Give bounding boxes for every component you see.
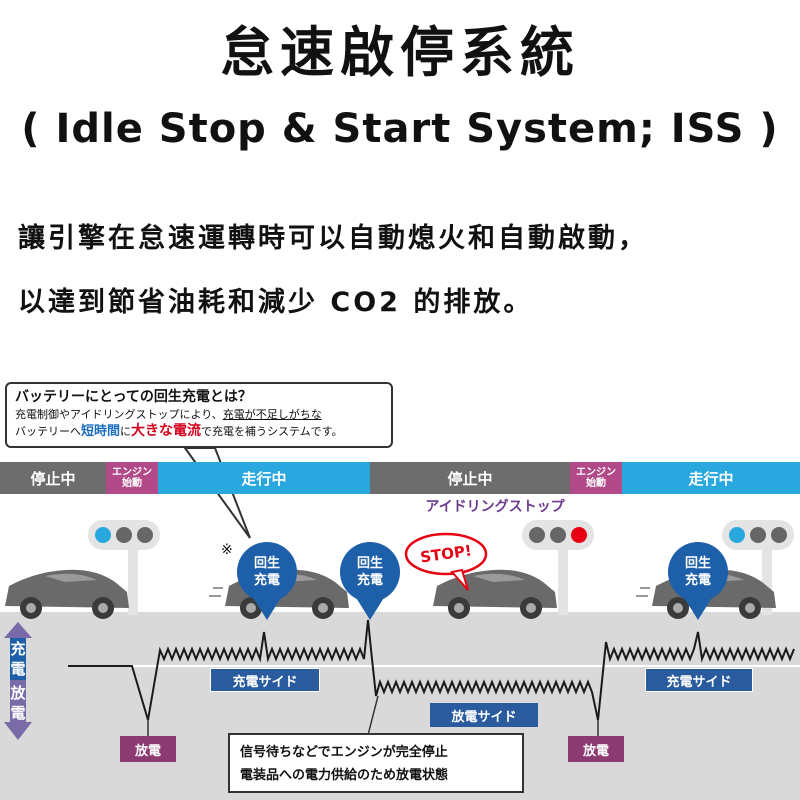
traffic-light-3 [722,520,794,615]
regen-bubble-3-label: 回生 充電 [678,555,718,589]
regen-bubble-2-line-b: 充電 [356,573,383,588]
axis-charge-b: 電 [10,660,26,678]
description-line-1: 讓引擎在怠速運轉時可以自動熄火和自動啟動， [18,223,648,254]
phase-stop-2: 停止中 [370,462,570,494]
axis-discharge-b: 電 [10,704,26,722]
car-1 [5,569,129,619]
regen-bubble-2-line-a: 回生 [356,556,383,571]
discharge-tag-1: 放電 [120,736,176,762]
idle-stop-label: アイドリングストップ [425,499,565,515]
current-waveform [68,619,795,721]
phase-running-1: 走行中 [158,462,370,494]
charge-side-tag-2: 充電サイド [645,668,753,692]
regen-bubble-2 [340,542,400,620]
asterisk-mark: ※ [221,542,233,558]
traffic-light-1 [88,520,160,615]
callout-question: バッテリーにとっての回生充電とは？ [15,389,252,405]
charge-discharge-arrow [4,622,32,740]
axis-discharge-a: 放 [10,684,26,702]
phase-stop-1: 停止中 [0,462,106,494]
regen-bubble-1 [237,542,297,620]
page-title: 怠速啟停系統 [220,21,580,84]
discharge-tag-2: 放電 [568,736,624,762]
discharge-side-tag: 放電サイド [430,703,538,727]
callout-large-current: 大きな電流 [131,423,202,439]
axis-charge-a: 充 [10,640,26,658]
car-3 [433,569,557,619]
iss-diagram [0,447,800,800]
phase-engine-start-2: エンジン 始動 [570,462,622,494]
callout-line1-text: 充電制御やアイドリングストップにより、 [15,408,223,421]
description-line-2: 以達到節省油耗和減少 CO2 的排放。 [18,287,534,318]
phase-engine-start-1-a: エンジン [112,467,152,478]
regen-bubble-1-line-b: 充電 [253,573,280,588]
callout-line2-text-a: バッテリーへ [15,425,81,438]
axis-discharge-label: 放 電 [8,683,28,723]
regen-bubble-1-line-a: 回生 [253,556,280,571]
callout-line2-text-e: で充電を補うシステムです。 [201,425,343,438]
phase-engine-start-2-b: 始動 [586,478,606,489]
callout-short-time: 短時間 [81,424,121,439]
callout-line-1: 充電制御やアイドリングストップにより、充電が不足しがちな [15,406,383,423]
regen-bubble-1-label: 回生 充電 [247,555,287,589]
charge-side-tag-1: 充電サイド [210,668,320,692]
callout-box: バッテリーにとっての回生充電とは？ 充電制御やアイドリングストップにより、充電が… [5,382,393,448]
traffic-light-2 [522,520,594,615]
note-line-2: 電装品への電力供給のため放電状態 [240,768,449,783]
note-box: 信号待ちなどでエンジンが完全停止 電装品への電力供給のため放電状態 [228,733,524,793]
callout-line-2: バッテリーへ短時間に大きな電流で充電を補うシステムです。 [15,423,383,440]
phase-engine-start-1-b: 始動 [122,478,142,489]
callout-line2-text-c: に [120,425,132,438]
regen-bubble-3-line-b: 充電 [684,573,711,588]
note-line-1: 信号待ちなどでエンジンが完全停止 [240,745,448,760]
stop-bubble [404,532,488,591]
page-subtitle: ( Idle Stop & Start System; ISS ) [21,106,779,152]
regen-bubble-3 [668,542,728,620]
axis-charge-label: 充 電 [8,639,28,679]
phase-engine-start-2-a: エンジン [576,467,616,478]
phase-engine-start-1: エンジン 始動 [106,462,158,494]
phase-running-2: 走行中 [622,462,800,494]
callout-line1-underlined: 充電が不足しがちな [222,408,322,421]
regen-bubble-3-line-a: 回生 [684,556,711,571]
note-connector [367,695,379,736]
regen-bubble-2-label: 回生 充電 [350,555,390,589]
